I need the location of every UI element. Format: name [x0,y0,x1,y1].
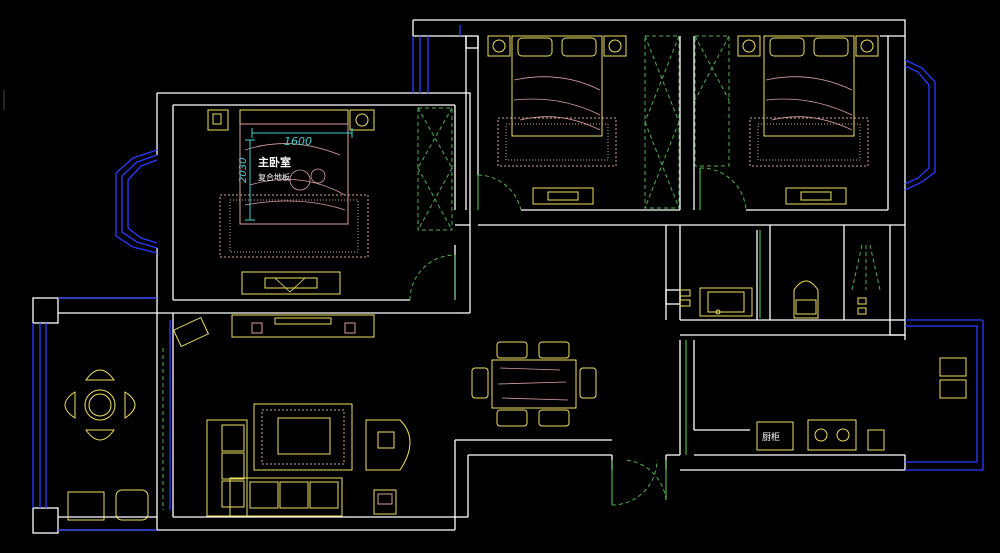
kitchen-appliance-label: 厨柜 [762,431,780,443]
master-bedroom-floor-label: 复合地板 [258,172,290,182]
bedroom-right [737,35,879,205]
master-bedroom-label: 主卧室 [258,155,291,169]
bathroom [679,280,867,319]
living-room [172,314,411,517]
dimension-width: 1600 [284,135,312,148]
dining-area [471,341,597,427]
master-bedroom: 1600 2030 主卧室 复合地板 [207,109,375,295]
kitchen [756,357,967,451]
bedroom-middle [487,35,627,205]
windows [32,25,984,531]
dimension-height: 2030 [238,158,249,183]
door-leaves [454,168,761,505]
balcony [64,369,149,521]
